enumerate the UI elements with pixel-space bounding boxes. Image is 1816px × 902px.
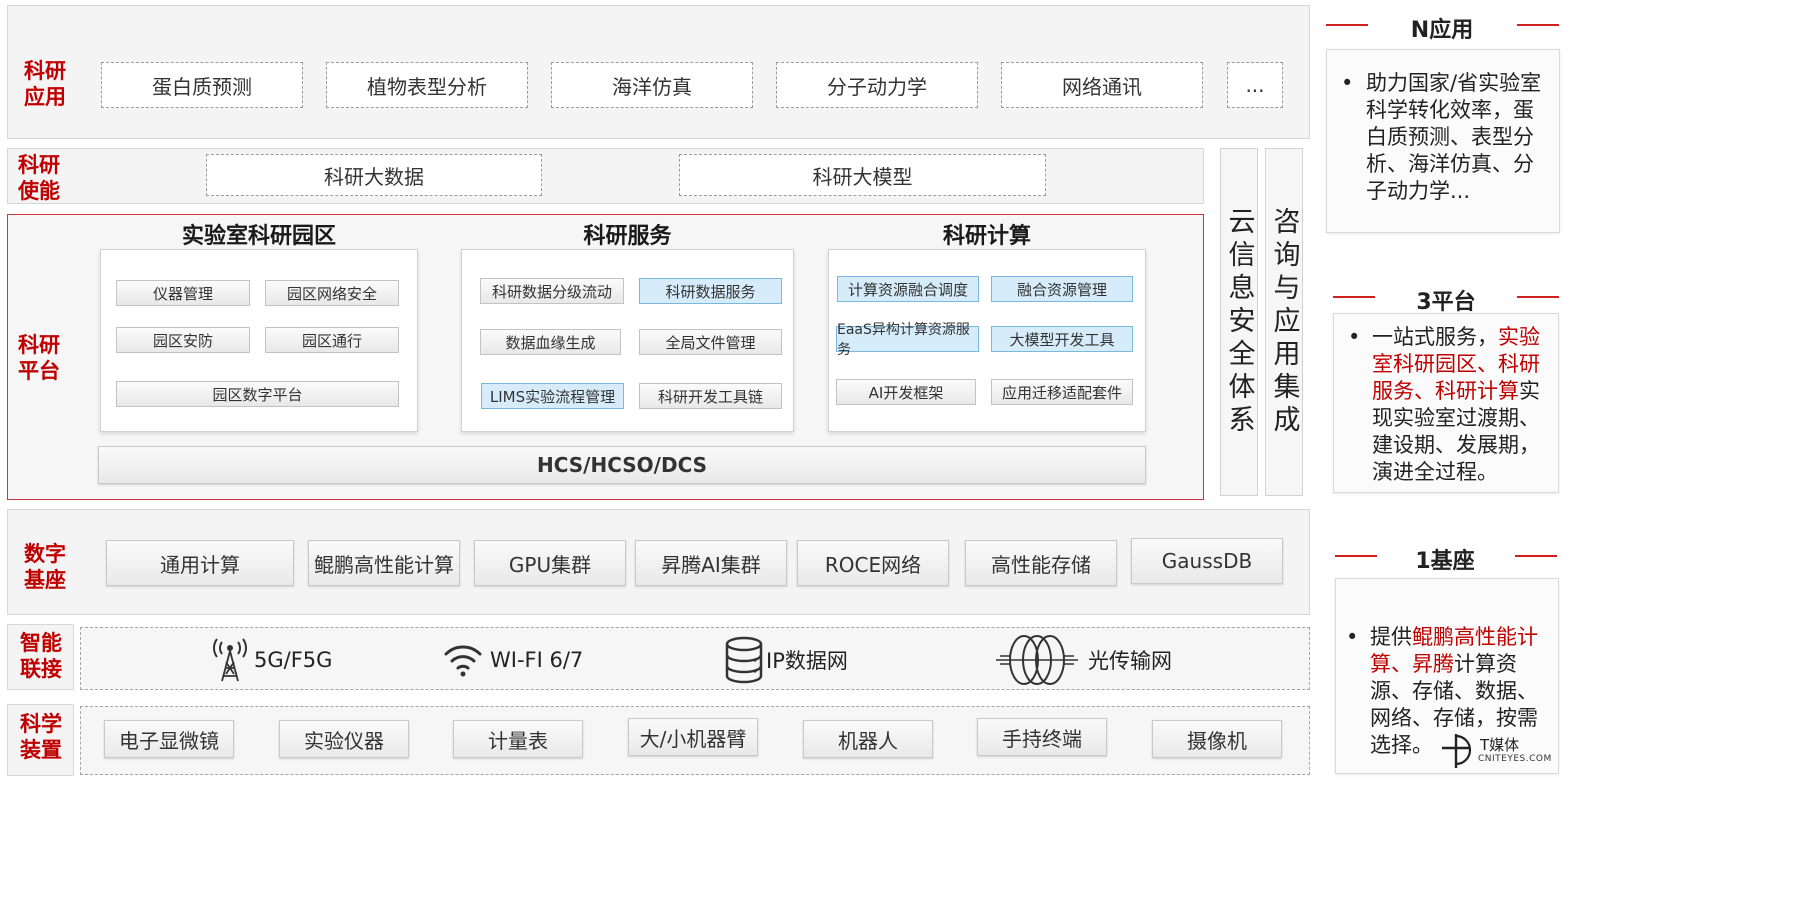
b-title: 1基座 xyxy=(1415,549,1475,574)
net-ip-label: IP数据网 xyxy=(766,649,848,673)
service-global-file-mgmt[interactable]: 全局文件管理 xyxy=(639,329,782,355)
device-lab-instrument[interactable]: 实验仪器 xyxy=(279,720,409,758)
consulting-integration-column[interactable]: 咨询与应用集成 xyxy=(1265,148,1303,496)
service-title: 科研服务 xyxy=(583,224,672,249)
optical-icon xyxy=(994,634,1080,686)
app-more[interactable]: ... xyxy=(1227,62,1283,108)
antenna-icon xyxy=(212,638,248,682)
p-text-highlight: 实验室科研园区、科研服务、科研计算 xyxy=(1372,325,1540,403)
b-text-highlight: 鲲鹏高性能计算、昇腾 xyxy=(1370,625,1538,676)
compute-resource-mgmt[interactable]: 融合资源管理 xyxy=(991,276,1133,302)
p-title-line-right xyxy=(1517,296,1559,298)
n-title-line-left xyxy=(1326,24,1368,26)
n-title: N应用 xyxy=(1410,18,1474,43)
device-meter[interactable]: 计量表 xyxy=(453,720,583,758)
digital-gpu-cluster[interactable]: GPU集群 xyxy=(474,540,626,586)
park-access[interactable]: 园区通行 xyxy=(265,327,399,353)
cloud-security-label: 云信息安全体系 xyxy=(1223,206,1255,438)
compute-big-model-tools[interactable]: 大模型开发工具 xyxy=(991,326,1133,352)
compute-app-migration-kit[interactable]: 应用迁移适配套件 xyxy=(991,379,1133,405)
service-dev-toolchain[interactable]: 科研开发工具链 xyxy=(639,383,782,409)
cloud-security-column[interactable]: 云信息安全体系 xyxy=(1220,148,1258,496)
app-protein-prediction[interactable]: 蛋白质预测 xyxy=(101,62,303,108)
p-bullet: • xyxy=(1348,325,1361,349)
b-text-1: 提供 xyxy=(1370,625,1412,649)
database-icon xyxy=(724,636,764,684)
research-big-model[interactable]: 科研大模型 xyxy=(679,154,1046,196)
p-title-line-left xyxy=(1333,296,1375,298)
app-plant-phenotype[interactable]: 植物表型分析 xyxy=(326,62,528,108)
compute-eaas-service[interactable]: EaaS异构计算资源服务 xyxy=(836,322,979,358)
device-row xyxy=(7,704,74,776)
service-data-tiered-flow[interactable]: 科研数据分级流动 xyxy=(480,278,624,304)
net-5g[interactable]: 5G/F5G xyxy=(212,638,332,682)
digital-roce-network[interactable]: ROCE网络 xyxy=(797,540,949,586)
park-title: 实验室科研园区 xyxy=(181,224,336,249)
compute-title: 科研计算 xyxy=(942,224,1031,249)
net-optical[interactable]: 光传输网 xyxy=(994,634,1172,686)
p-text-1: 一站式服务， xyxy=(1372,325,1498,349)
net-5g-label: 5G/F5G xyxy=(254,648,333,672)
app-network-comm[interactable]: 网络通讯 xyxy=(1001,62,1203,108)
app-ocean-simulation[interactable]: 海洋仿真 xyxy=(551,62,753,108)
b-text: 提供鲲鹏高性能计算、昇腾计算资源、存储、数据、网络、存储，按需选择。 xyxy=(1370,624,1548,759)
connect-row-label: 智能 联接 xyxy=(20,631,62,681)
device-robot-arm[interactable]: 大/小机器臂 xyxy=(628,718,758,756)
watermark-domain: CNITEYES.COM xyxy=(1478,754,1552,764)
digital-row-label: 数字 基座 xyxy=(24,542,66,592)
service-data-lineage[interactable]: 数据血缘生成 xyxy=(480,329,621,355)
logo-mark-icon xyxy=(1442,734,1472,768)
p-text-2: 实现实验室过渡期、建设期、发展期，演进全过程。 xyxy=(1372,379,1540,484)
p-box xyxy=(1333,313,1559,493)
n-box xyxy=(1326,49,1560,233)
consulting-integration-label: 咨询与应用集成 xyxy=(1268,206,1300,438)
service-lims-workflow[interactable]: LIMS实验流程管理 xyxy=(481,383,624,409)
apps-row-label: 科研 应用 xyxy=(24,59,66,109)
b-bullet: • xyxy=(1346,625,1359,649)
research-big-data[interactable]: 科研大数据 xyxy=(206,154,542,196)
watermark-logo: T媒体 CNITEYES.COM xyxy=(1436,730,1556,770)
device-camera[interactable]: 摄像机 xyxy=(1152,720,1282,758)
service-data-service[interactable]: 科研数据服务 xyxy=(639,278,782,304)
park-instrument-mgmt[interactable]: 仪器管理 xyxy=(116,280,250,306)
b-title-line-right xyxy=(1515,555,1557,557)
digital-gaussdb[interactable]: GaussDB xyxy=(1131,538,1283,584)
net-ip[interactable]: IP数据网 xyxy=(724,636,848,684)
device-row-label: 科学 装置 xyxy=(20,712,62,762)
compute-resource-scheduling[interactable]: 计算资源融合调度 xyxy=(837,276,979,302)
device-electron-microscope[interactable]: 电子显微镜 xyxy=(104,720,234,758)
wifi-icon xyxy=(444,642,482,678)
park-digital-platform[interactable]: 园区数字平台 xyxy=(116,381,399,407)
connect-row xyxy=(7,624,74,690)
device-robot[interactable]: 机器人 xyxy=(803,720,933,758)
app-molecular-dynamics[interactable]: 分子动力学 xyxy=(776,62,978,108)
b-text-2: 计算资源、存储、数据、网络、存储，按需选择。 xyxy=(1370,652,1538,757)
net-optical-label: 光传输网 xyxy=(1088,649,1172,673)
n-text: 助力国家/省实验室科学转化效率，蛋白质预测、表型分析、海洋仿真、分子动力学... xyxy=(1366,71,1542,203)
watermark-name: T媒体 xyxy=(1480,736,1520,754)
digital-hp-storage[interactable]: 高性能存储 xyxy=(965,540,1117,586)
device-handheld-terminal[interactable]: 手持终端 xyxy=(977,718,1107,756)
park-network-security[interactable]: 园区网络安全 xyxy=(265,280,399,306)
platform-row-label: 科研 平台 xyxy=(18,333,60,383)
connect-frame xyxy=(80,627,1310,690)
b-title-line-left xyxy=(1335,555,1377,557)
p-text: 一站式服务，实验室科研园区、科研服务、科研计算实现实验室过渡期、建设期、发展期，… xyxy=(1372,324,1544,486)
park-security[interactable]: 园区安防 xyxy=(116,327,250,353)
p-title: 3平台 xyxy=(1416,290,1476,315)
digital-general-compute[interactable]: 通用计算 xyxy=(106,540,294,586)
net-wifi[interactable]: WI-FI 6/7 xyxy=(444,638,583,682)
n-bullet: • xyxy=(1341,71,1354,95)
n-title-line-right xyxy=(1517,24,1559,26)
compute-ai-framework[interactable]: AI开发框架 xyxy=(836,379,976,405)
digital-kunpeng-hpc[interactable]: 鲲鹏高性能计算 xyxy=(308,540,460,586)
digital-ascend-ai-cluster[interactable]: 昇腾AI集群 xyxy=(635,540,787,586)
net-wifi-label: WI-FI 6/7 xyxy=(490,648,584,672)
b-box xyxy=(1335,578,1559,774)
hcs-base-bar[interactable]: HCS/HCSO/DCS xyxy=(98,446,1146,484)
enable-row-label: 科研 使能 xyxy=(18,153,60,203)
